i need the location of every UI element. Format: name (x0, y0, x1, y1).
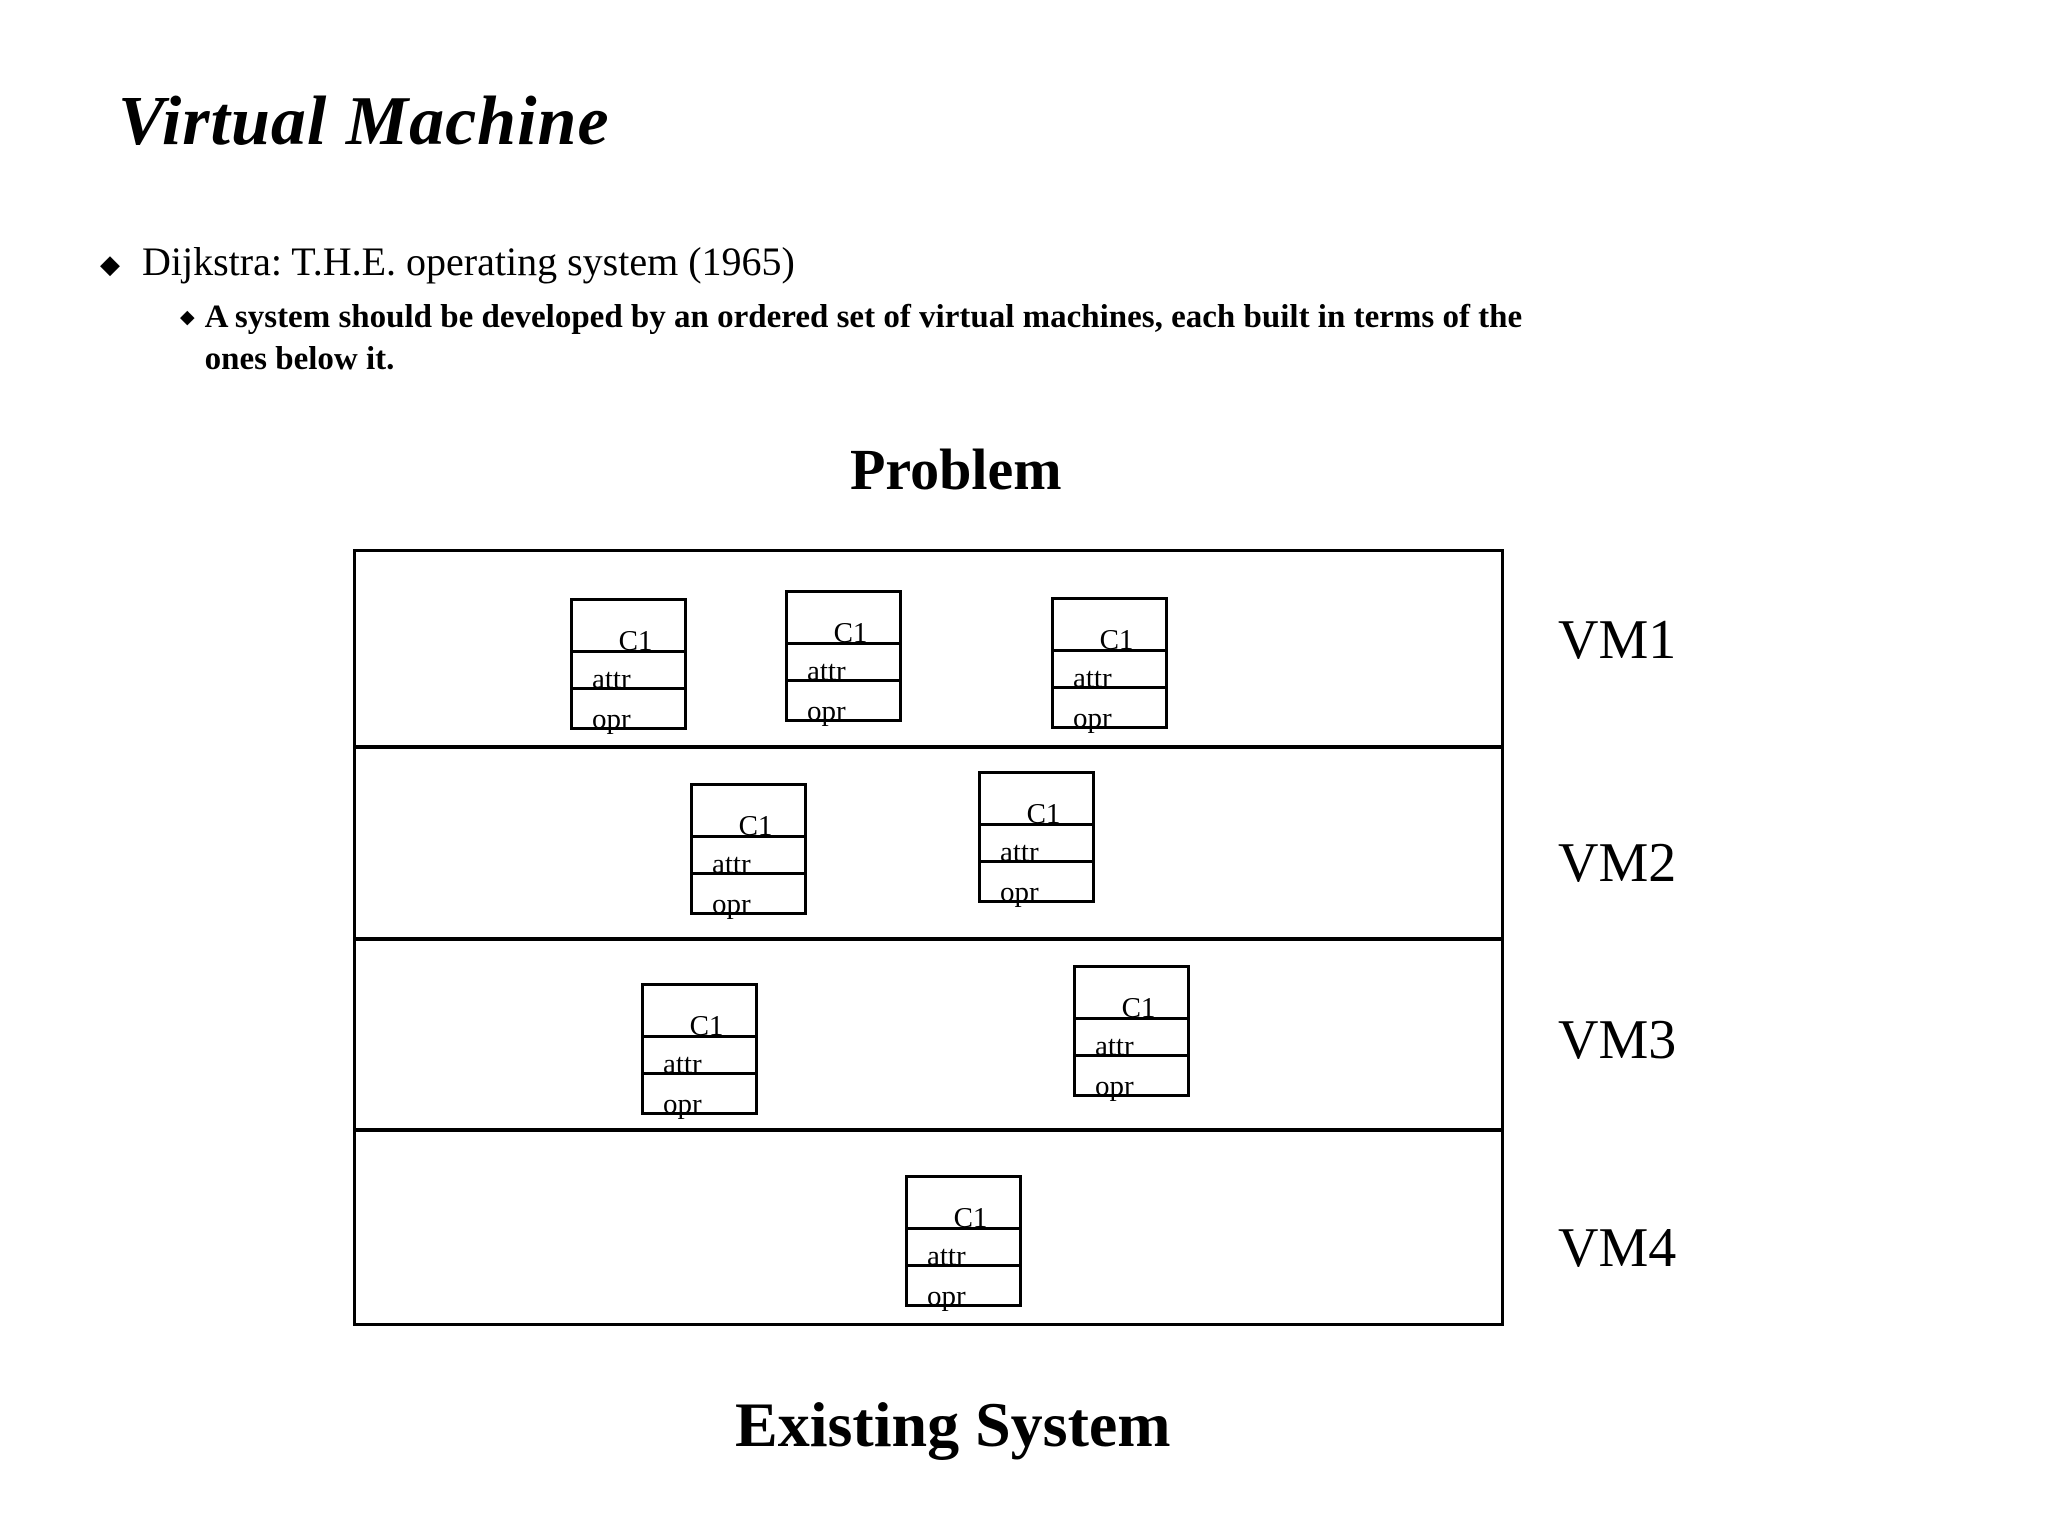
diagram-footer: Existing System (735, 1389, 1171, 1460)
class-operations-label: opr (663, 1088, 702, 1120)
vm-layer-label-vm2: VM2 (1558, 832, 1677, 894)
class-attributes-label: attr (927, 1240, 966, 1272)
class-box-divider-line (1075, 1017, 1188, 1020)
class-box-divider-line (980, 860, 1093, 863)
class-box: C1 attr opr (570, 598, 687, 734)
diamond-bullet-icon: ◆ (180, 307, 195, 328)
class-operations-label: opr (712, 888, 751, 920)
class-box: C1 attr opr (1073, 965, 1190, 1101)
class-box-divider-line (692, 872, 805, 875)
class-name-label: C1 (1121, 992, 1156, 1024)
class-name-label: C1 (738, 810, 773, 842)
class-attributes-label: attr (1073, 662, 1112, 694)
class-box-divider-line (643, 1072, 756, 1075)
class-box-divider-line (980, 823, 1093, 826)
class-box-divider-line (692, 835, 805, 838)
class-box-divider-line (907, 1227, 1020, 1230)
layer-divider-line (356, 745, 1501, 749)
class-operations-label: opr (1000, 876, 1039, 908)
class-name-label: C1 (689, 1010, 724, 1042)
class-attributes-label: attr (807, 655, 846, 687)
bullet-item-2: ◆ A system should be developed by an ord… (180, 296, 1865, 380)
class-attributes-label: attr (1095, 1030, 1134, 1062)
class-box-divider-line (1053, 649, 1166, 652)
vm-layer-label-vm4: VM4 (1558, 1217, 1677, 1279)
layer-divider-line (356, 937, 1501, 941)
diagram-heading: Problem (850, 437, 1062, 502)
class-operations-label: opr (1095, 1070, 1134, 1102)
slide-title: Virtual Machine (118, 83, 610, 160)
class-name-label: C1 (1099, 624, 1134, 656)
class-attributes-label: attr (663, 1048, 702, 1080)
class-box-divider-line (572, 687, 685, 690)
vm-layer-label-vm3: VM3 (1558, 1009, 1677, 1071)
class-box-divider-line (1053, 686, 1166, 689)
layer-divider-line (356, 1128, 1501, 1132)
bullet-1-text: Dijkstra: T.H.E. operating system (1965) (142, 239, 795, 284)
class-box: C1 attr opr (690, 783, 807, 919)
class-box-divider-line (787, 642, 900, 645)
class-attributes-label: attr (1000, 836, 1039, 868)
vm-layer-label-vm1: VM1 (1558, 609, 1677, 671)
class-box: C1 attr opr (905, 1175, 1022, 1311)
class-box: C1 attr opr (641, 983, 758, 1119)
class-name-label: C1 (953, 1202, 988, 1234)
diagram-frame (353, 549, 1504, 1326)
class-name-label: C1 (618, 625, 653, 657)
class-box-divider-line (572, 650, 685, 653)
class-operations-label: opr (1073, 702, 1112, 734)
class-name-label: C1 (1026, 798, 1061, 830)
class-attributes-label: attr (712, 848, 751, 880)
class-operations-label: opr (807, 695, 846, 727)
class-attributes-label: attr (592, 663, 631, 695)
bullet-2-line: A system should be developed by an order… (204, 299, 1523, 335)
class-operations-label: opr (927, 1280, 966, 1312)
class-box-divider-line (787, 679, 900, 682)
class-box: C1 attr opr (1051, 597, 1168, 733)
class-name-label: C1 (833, 617, 868, 649)
class-box-divider-line (907, 1264, 1020, 1267)
diamond-bullet-icon: ◆ (100, 250, 120, 279)
class-box: C1 attr opr (785, 590, 902, 726)
class-box-divider-line (643, 1035, 756, 1038)
bullet-2-line: ones below it. (204, 341, 395, 377)
class-operations-label: opr (592, 703, 631, 735)
class-box-divider-line (1075, 1054, 1188, 1057)
bullet-item-1: ◆ Dijkstra: T.H.E. operating system (196… (100, 240, 795, 284)
class-box: C1 attr opr (978, 771, 1095, 907)
bullet-2-text: A system should be developed by an order… (205, 296, 1865, 380)
